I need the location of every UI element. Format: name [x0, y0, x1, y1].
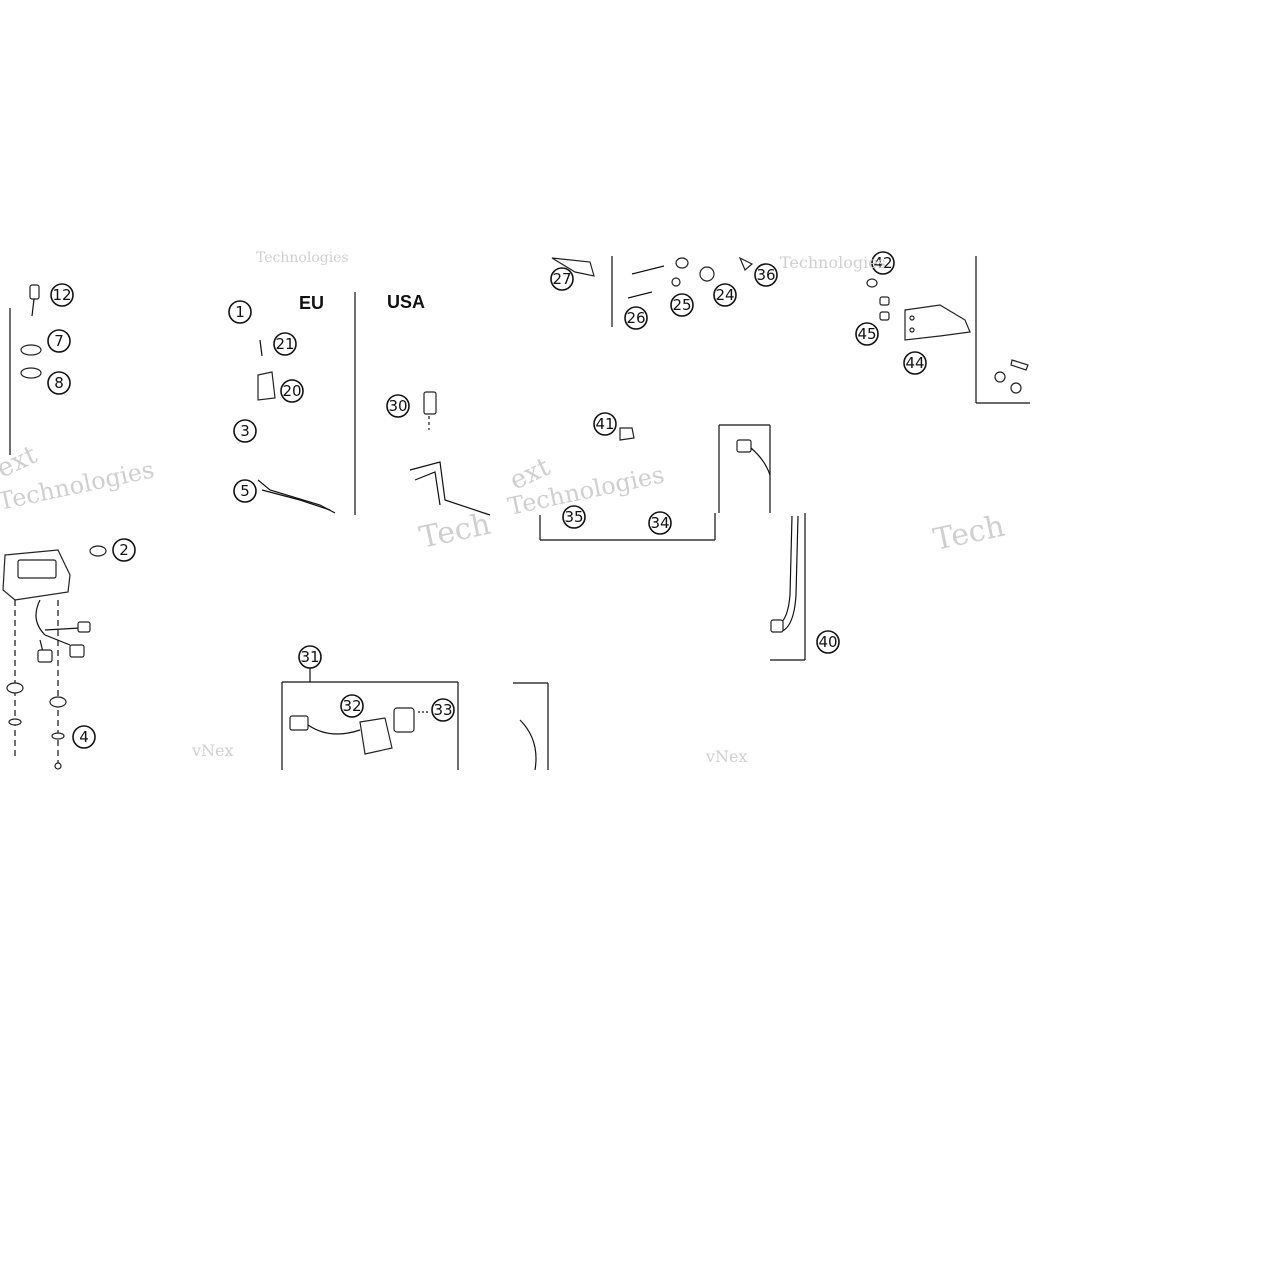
- callout-7: 7: [47, 329, 71, 353]
- callout-36: 36: [754, 263, 778, 287]
- mount-bracket: [866, 278, 1029, 394]
- callout-24: 24: [713, 283, 737, 307]
- callout-21: 21: [273, 332, 297, 356]
- svg-text:36: 36: [756, 266, 775, 284]
- callout-4: 4: [72, 725, 96, 749]
- svg-text:3: 3: [240, 422, 250, 440]
- svg-text:7: 7: [54, 332, 64, 350]
- callout-42: 42: [871, 251, 895, 275]
- svg-text:41: 41: [595, 415, 614, 433]
- switch-assembly: [289, 707, 537, 771]
- svg-text:42: 42: [873, 254, 892, 272]
- svg-text:44: 44: [905, 354, 924, 372]
- callout-27: 27: [550, 267, 574, 291]
- callout-25: 25: [670, 293, 694, 317]
- callout-8: 8: [47, 371, 71, 395]
- callout-1: 1: [228, 300, 252, 324]
- clip-41: [619, 427, 635, 441]
- svg-text:20: 20: [282, 382, 301, 400]
- watermark-tech-2: Tech: [416, 507, 493, 556]
- callout-32: 32: [340, 694, 364, 718]
- sensor-cable: [736, 439, 799, 633]
- svg-text:34: 34: [650, 514, 669, 532]
- ignition-key: [29, 284, 40, 317]
- seal-ring-7: [20, 344, 42, 356]
- callout-2: 2: [112, 538, 136, 562]
- svg-text:30: 30: [388, 397, 407, 415]
- callout-31: 31: [298, 645, 322, 669]
- seal-ring-8: [20, 367, 42, 379]
- callout-33: 33: [431, 698, 455, 722]
- svg-text:31: 31: [300, 648, 319, 666]
- watermark-tech-1: Tech: [930, 509, 1007, 558]
- svg-text:1: 1: [235, 303, 245, 321]
- svg-text:21: 21: [275, 335, 294, 353]
- callout-20: 20: [280, 379, 304, 403]
- callout-41: 41: [593, 412, 617, 436]
- svg-text:25: 25: [672, 296, 691, 314]
- svg-text:27: 27: [552, 270, 571, 288]
- panel-dividers: [9, 256, 1030, 770]
- bracket-eu: [257, 339, 336, 514]
- callout-35: 35: [562, 505, 586, 529]
- watermark-vnex-2: vNex: [705, 747, 748, 766]
- callout-3: 3: [233, 419, 257, 443]
- svg-text:45: 45: [857, 325, 876, 343]
- svg-text:2: 2: [119, 541, 129, 559]
- instrument-cluster: [2, 549, 91, 770]
- callout-26: 26: [624, 306, 648, 330]
- svg-text:8: 8: [54, 374, 64, 392]
- svg-text:35: 35: [564, 508, 583, 526]
- region-label-eu: EU: [299, 293, 324, 313]
- hardware-top: [551, 256, 754, 299]
- svg-text:24: 24: [715, 286, 734, 304]
- callout-5: 5: [233, 479, 257, 503]
- callout-30: 30: [386, 394, 410, 418]
- callout-45: 45: [855, 322, 879, 346]
- svg-text:4: 4: [79, 728, 89, 746]
- bracket-usa: [409, 391, 491, 516]
- callout-40: 40: [816, 630, 840, 654]
- svg-text:40: 40: [818, 633, 837, 651]
- svg-text:5: 5: [240, 482, 250, 500]
- watermark-ext-1: ext: [0, 440, 42, 485]
- svg-text:32: 32: [342, 697, 361, 715]
- svg-text:26: 26: [626, 309, 645, 327]
- callout-44: 44: [903, 351, 927, 375]
- cap-2: [89, 545, 107, 557]
- callout-12: 12: [50, 283, 74, 307]
- watermark-vnex-1: vNex: [191, 741, 234, 760]
- svg-text:33: 33: [433, 701, 452, 719]
- watermark-technologies-3: Technologies: [780, 253, 886, 272]
- svg-text:12: 12: [52, 286, 71, 304]
- watermark-technologies-4: Technologies: [256, 250, 349, 266]
- region-label-usa: USA: [387, 292, 425, 312]
- callout-34: 34: [648, 511, 672, 535]
